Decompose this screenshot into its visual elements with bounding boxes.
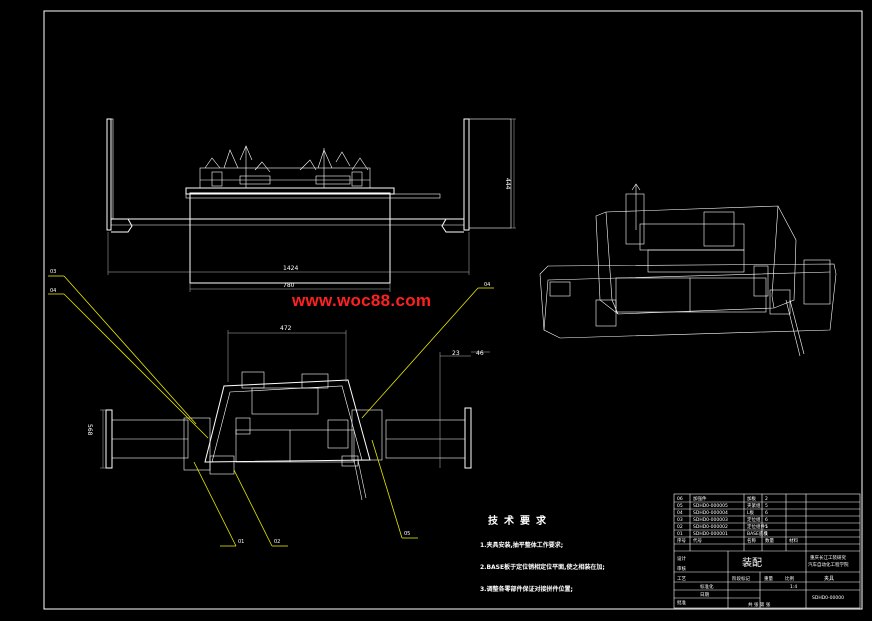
balloon-6: 05 <box>404 531 410 537</box>
svg-text:日期: 日期 <box>700 592 709 598</box>
dim-height: 444 <box>504 178 511 190</box>
svg-text:审核: 审核 <box>677 565 686 572</box>
parts-list: 06 加强件 加板 2 05 SDHD0-000005 夹紧组 5 04 SDH… <box>677 495 798 606</box>
svg-text:批准: 批准 <box>677 599 686 606</box>
svg-text:定位组: 定位组 <box>747 516 761 523</box>
svg-text:5: 5 <box>765 524 768 530</box>
svg-text:SDHD0-000004: SDHD0-000004 <box>693 510 728 516</box>
isometric-view <box>539 183 837 357</box>
dim-top-offset: 46 <box>476 350 484 357</box>
title-block <box>673 493 861 609</box>
svg-text:1: 1 <box>765 531 768 537</box>
svg-text:标准化: 标准化 <box>700 583 714 590</box>
svg-text:SDHD0-000005: SDHD0-000005 <box>693 503 728 509</box>
sheet-footer: 共 张 第 张 <box>748 601 771 608</box>
tech-req-item: 3.调整各零部件保证对接拼件位置; <box>480 586 573 593</box>
svg-text:06: 06 <box>677 496 683 502</box>
svg-text:2: 2 <box>765 496 768 502</box>
svg-text:L板: L板 <box>747 509 755 516</box>
svg-text:设计: 设计 <box>677 555 686 562</box>
svg-text:6: 6 <box>765 510 768 516</box>
balloon-4: 01 <box>238 539 244 545</box>
svg-text:加强件: 加强件 <box>693 495 707 502</box>
svg-text:数量: 数量 <box>765 537 774 544</box>
svg-text:05: 05 <box>677 503 683 509</box>
svg-text:1:4: 1:4 <box>790 584 797 590</box>
balloon-3: 04 <box>484 282 490 288</box>
watermark: www.woc88.com <box>292 291 432 310</box>
tech-req-title: 技术要求 <box>488 516 552 527</box>
dim-width-inner: 780 <box>283 282 295 289</box>
svg-text:材料: 材料 <box>789 537 798 544</box>
company-line-1: 重庆长江工装研究 <box>810 554 846 561</box>
balloon-1: 03 <box>50 269 56 275</box>
balloon-2: 04 <box>50 288 56 294</box>
technical-requirements: 技术要求 1.夹具安装,抽平整体工作要求; 2.BASE板于定位销相定位平面,使… <box>480 512 605 593</box>
drawing-number: SDHD0-00000 <box>812 595 844 601</box>
leader-lines <box>48 275 494 547</box>
svg-text:SDHD0-000001: SDHD0-000001 <box>693 531 728 537</box>
tech-req-item: 1.夹具安装,抽平整体工作要求; <box>480 542 564 549</box>
tech-req-item: 2.BASE板于定位销相定位平面,使之相装在加; <box>480 564 605 571</box>
svg-text:阶段标记: 阶段标记 <box>732 575 750 582</box>
company-line-2: 汽车自动化工程学院 <box>808 561 849 568</box>
svg-text:02: 02 <box>677 524 683 530</box>
balloon-5: 02 <box>274 539 280 545</box>
dim-top-height: 568 <box>86 424 93 436</box>
svg-text:比例: 比例 <box>785 575 794 582</box>
svg-text:01: 01 <box>677 531 683 537</box>
svg-text:序号: 序号 <box>677 537 686 544</box>
svg-text:加板: 加板 <box>747 495 756 502</box>
svg-text:03: 03 <box>677 517 683 523</box>
drawing-name: 装配 <box>742 556 762 569</box>
svg-text:SDHD0-000003: SDHD0-000003 <box>693 517 728 523</box>
front-view: 1424 780 444 <box>106 118 516 292</box>
material-field: 夹具 <box>824 575 834 582</box>
dim-width-outer: 1424 <box>283 265 298 272</box>
svg-text:工艺: 工艺 <box>677 576 686 582</box>
svg-text:SDHD0-000002: SDHD0-000002 <box>693 524 728 530</box>
svg-text:重量: 重量 <box>764 575 773 582</box>
svg-text:代号: 代号 <box>693 537 702 544</box>
svg-text:04: 04 <box>677 510 683 516</box>
svg-text:定位组件1: 定位组件1 <box>747 523 768 530</box>
drawing-border <box>43 10 863 610</box>
dim-top-width: 472 <box>280 325 292 332</box>
svg-text:夹紧组: 夹紧组 <box>747 502 761 509</box>
svg-text:名称: 名称 <box>747 537 756 544</box>
svg-text:6: 6 <box>765 517 768 523</box>
svg-text:5: 5 <box>765 503 768 509</box>
top-view: 472 568 23 46 <box>86 325 490 501</box>
svg-text:BASE底板: BASE底板 <box>747 530 768 537</box>
dim-top-gap: 23 <box>452 350 460 357</box>
